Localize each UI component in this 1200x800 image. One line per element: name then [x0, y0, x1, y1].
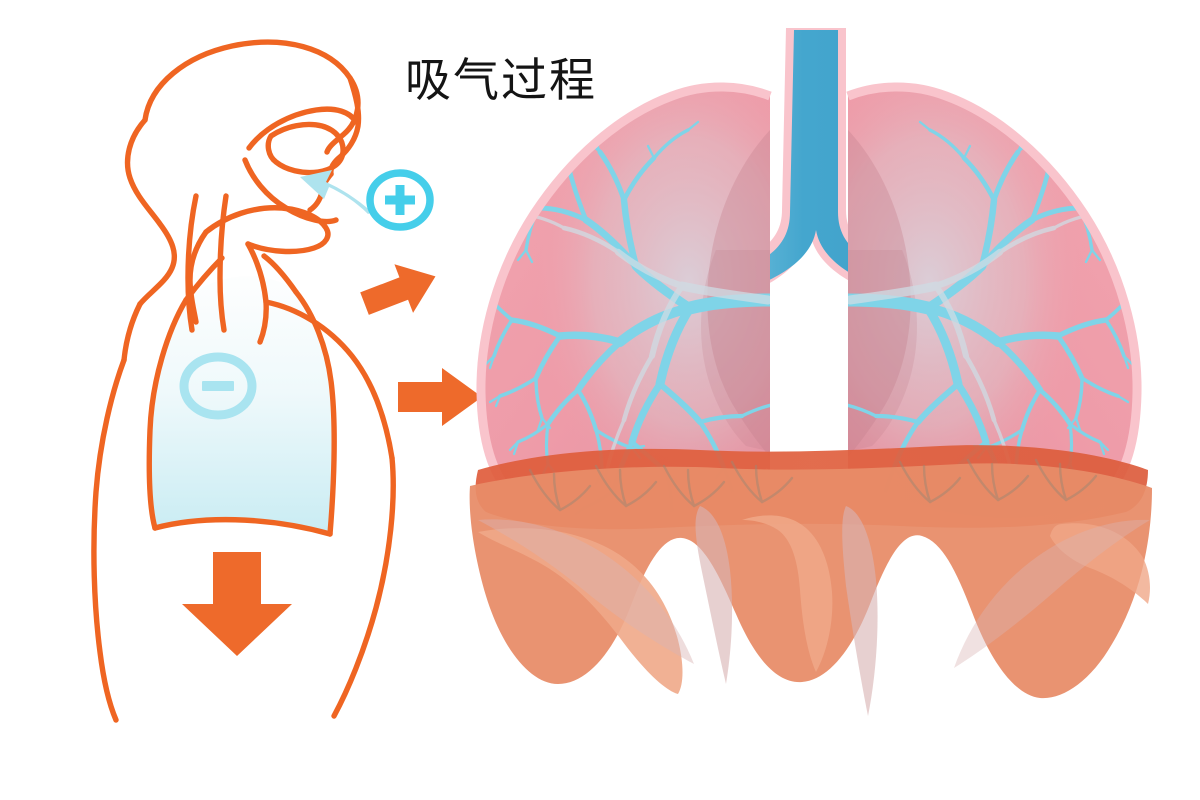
transition-arrow-lower	[398, 368, 482, 426]
jaw-outline	[121, 301, 143, 363]
transition-arrow-upper	[360, 264, 436, 315]
diaphragm-light-lobe-right	[1050, 523, 1150, 604]
skull-back-outline	[124, 117, 178, 307]
positive-pressure-badge	[366, 169, 434, 231]
diaphragm-line	[152, 516, 333, 537]
upper-airway-outline	[246, 106, 359, 151]
diaphragm-spike-center	[842, 506, 878, 716]
diaphragm-web-right	[954, 519, 1150, 668]
diaphragm-spike-left	[695, 506, 733, 684]
diaphragm	[469, 445, 1153, 716]
trachea	[682, 30, 952, 313]
head-and-thorax-schematic	[91, 39, 482, 723]
tongue-outline	[203, 205, 331, 255]
left-lung	[480, 85, 770, 522]
shoulder-left-outline	[91, 357, 127, 723]
torso-right-outline	[331, 455, 396, 719]
thoracic-cavity-outline-right	[293, 289, 337, 537]
thoracic-cavity-top-left	[183, 255, 225, 303]
thoracic-cavity-top-right	[261, 253, 299, 295]
diaphragm-web-left	[478, 519, 694, 664]
trachea-outline-back	[217, 193, 229, 333]
diaphragm-descent-arrow	[182, 552, 292, 656]
lungs-illustration	[469, 28, 1153, 716]
head-profile-outline	[142, 39, 361, 155]
thoracic-cavity-outline	[146, 297, 189, 531]
page-title: 吸气过程	[405, 53, 597, 107]
diaphragm-light-lobe-left	[478, 528, 683, 694]
right-lung	[848, 85, 1138, 522]
airflow-in-arrow	[300, 170, 372, 214]
nasal-cavity-outline	[265, 121, 346, 176]
shoulder-right-outline	[263, 299, 395, 461]
trachea-outline	[185, 193, 199, 333]
diaphragm-light-lobe-center	[742, 515, 833, 672]
negative-pressure-badge	[179, 352, 257, 420]
